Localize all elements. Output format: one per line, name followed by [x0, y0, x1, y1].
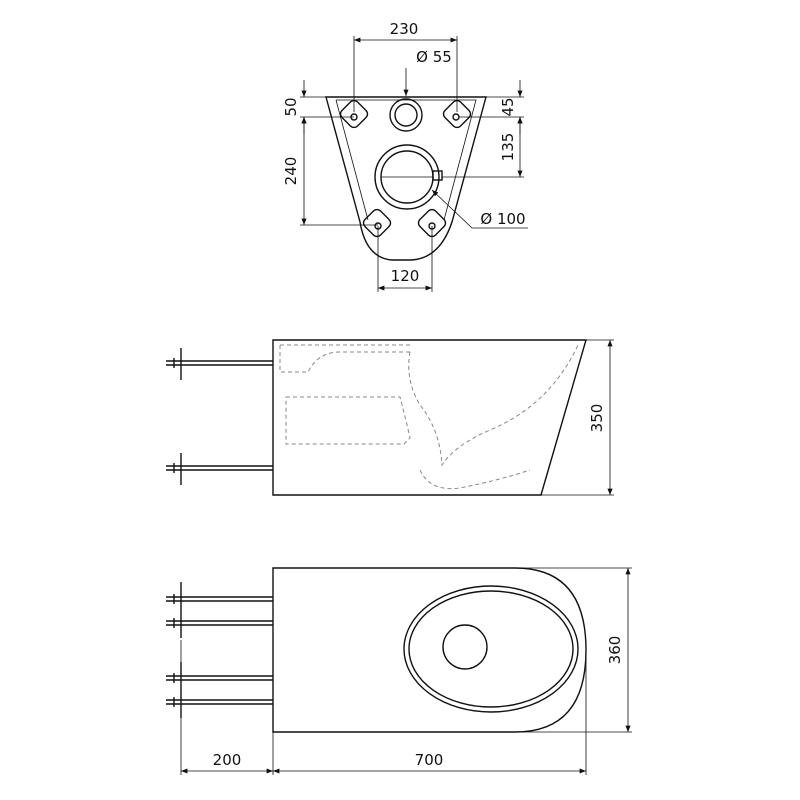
- dim-depth-label: 360: [606, 636, 624, 665]
- dim-pipe-large-label: Ø 100: [480, 210, 525, 228]
- top-view: 230 Ø 55 50 240 45 135 Ø 100 120: [282, 20, 528, 292]
- bowl-rim-inner: [408, 590, 574, 708]
- side-view-body: [272, 339, 587, 496]
- side-view-hidden-contour: [279, 344, 579, 490]
- dim-total-length-label: 700: [415, 751, 444, 769]
- bowl-rim-outer: [403, 585, 579, 713]
- top-view-inner-edge: [336, 99, 477, 221]
- plan-bolts-bottom: [166, 662, 273, 718]
- dim-width-label: 230: [390, 20, 419, 38]
- plan-view: 360 200 700: [166, 567, 632, 775]
- side-view: 350: [166, 339, 614, 496]
- dim-right-height-label: 135: [499, 133, 517, 162]
- plan-bolts-top: [166, 582, 273, 638]
- dim-left-top-label: 50: [282, 97, 300, 116]
- dim-bottom-width-label: 120: [391, 267, 420, 285]
- dim-right-top-label: 45: [499, 97, 517, 116]
- bowl-drain: [442, 624, 488, 670]
- plan-view-body: [272, 567, 587, 733]
- pipe-small: [389, 98, 423, 132]
- side-bolt-top: [166, 348, 273, 380]
- dim-bolt-length-label: 200: [213, 751, 242, 769]
- dim-left-height-label: 240: [282, 157, 300, 186]
- top-view-body: [325, 96, 487, 261]
- side-bolt-bottom: [166, 453, 273, 485]
- dim-pipe-small-label: Ø 55: [416, 48, 452, 66]
- pipe-large: [374, 144, 443, 210]
- dim-height-label: 350: [588, 404, 606, 433]
